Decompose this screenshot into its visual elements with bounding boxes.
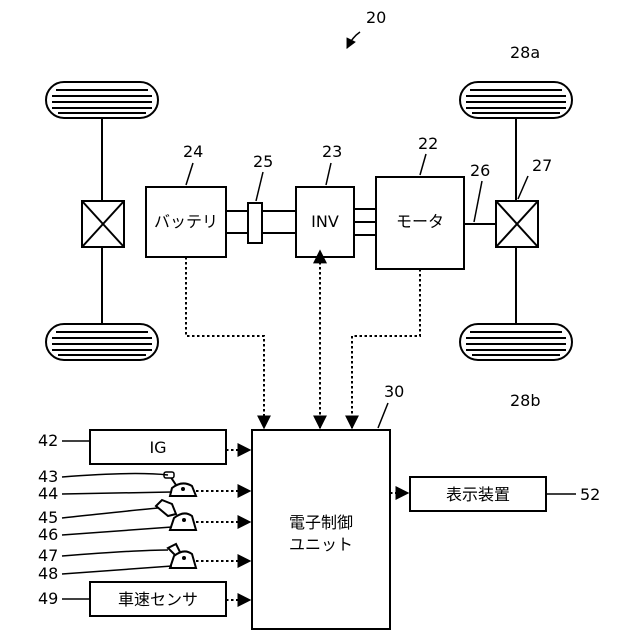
ecu-label-line1: 電子制御: [289, 513, 353, 532]
brake-pedal-icon: [156, 500, 196, 530]
brake-sensor-ref: 46: [38, 525, 58, 544]
wheel-ref-28a: 28a: [510, 43, 540, 62]
pedal-sensor-ref: 48: [38, 564, 58, 583]
ecu-ref: 30: [384, 382, 404, 401]
left-axle: [82, 118, 124, 330]
differential: [496, 201, 538, 247]
left-rear-tire: [46, 324, 158, 360]
pedal-icon: [168, 544, 196, 568]
display-ref: 52: [580, 485, 600, 504]
inverter-label: INV: [311, 212, 339, 231]
ig-ref: 42: [38, 431, 58, 450]
left-front-tire: [46, 82, 158, 118]
battery-ref: 24: [183, 142, 203, 161]
speed-sensor-ref: 49: [38, 589, 58, 608]
right-front-tire: [460, 82, 572, 118]
relay-ref: 25: [253, 152, 273, 171]
shaft-ref: 26: [470, 161, 490, 180]
battery-label: バッテリ: [154, 212, 218, 231]
figure-ref: 20: [366, 8, 386, 27]
differential-ref: 27: [532, 156, 552, 175]
display-label: 表示装置: [446, 485, 510, 504]
speed-sensor-label: 車速センサ: [118, 590, 198, 609]
figure-ref-arrow: [347, 32, 360, 48]
right-rear-tire: [460, 324, 572, 360]
motor-label: モータ: [396, 212, 444, 231]
motor-ref: 22: [418, 134, 438, 153]
ig-label: IG: [149, 438, 166, 457]
ecu-label-line2: ユニット: [289, 535, 353, 554]
accel-sensor-ref: 44: [38, 484, 58, 503]
inverter-ref: 23: [322, 142, 342, 161]
wheel-ref-28b: 28b: [510, 391, 541, 410]
pedal-ref: 47: [38, 546, 58, 565]
relay: [248, 203, 262, 243]
